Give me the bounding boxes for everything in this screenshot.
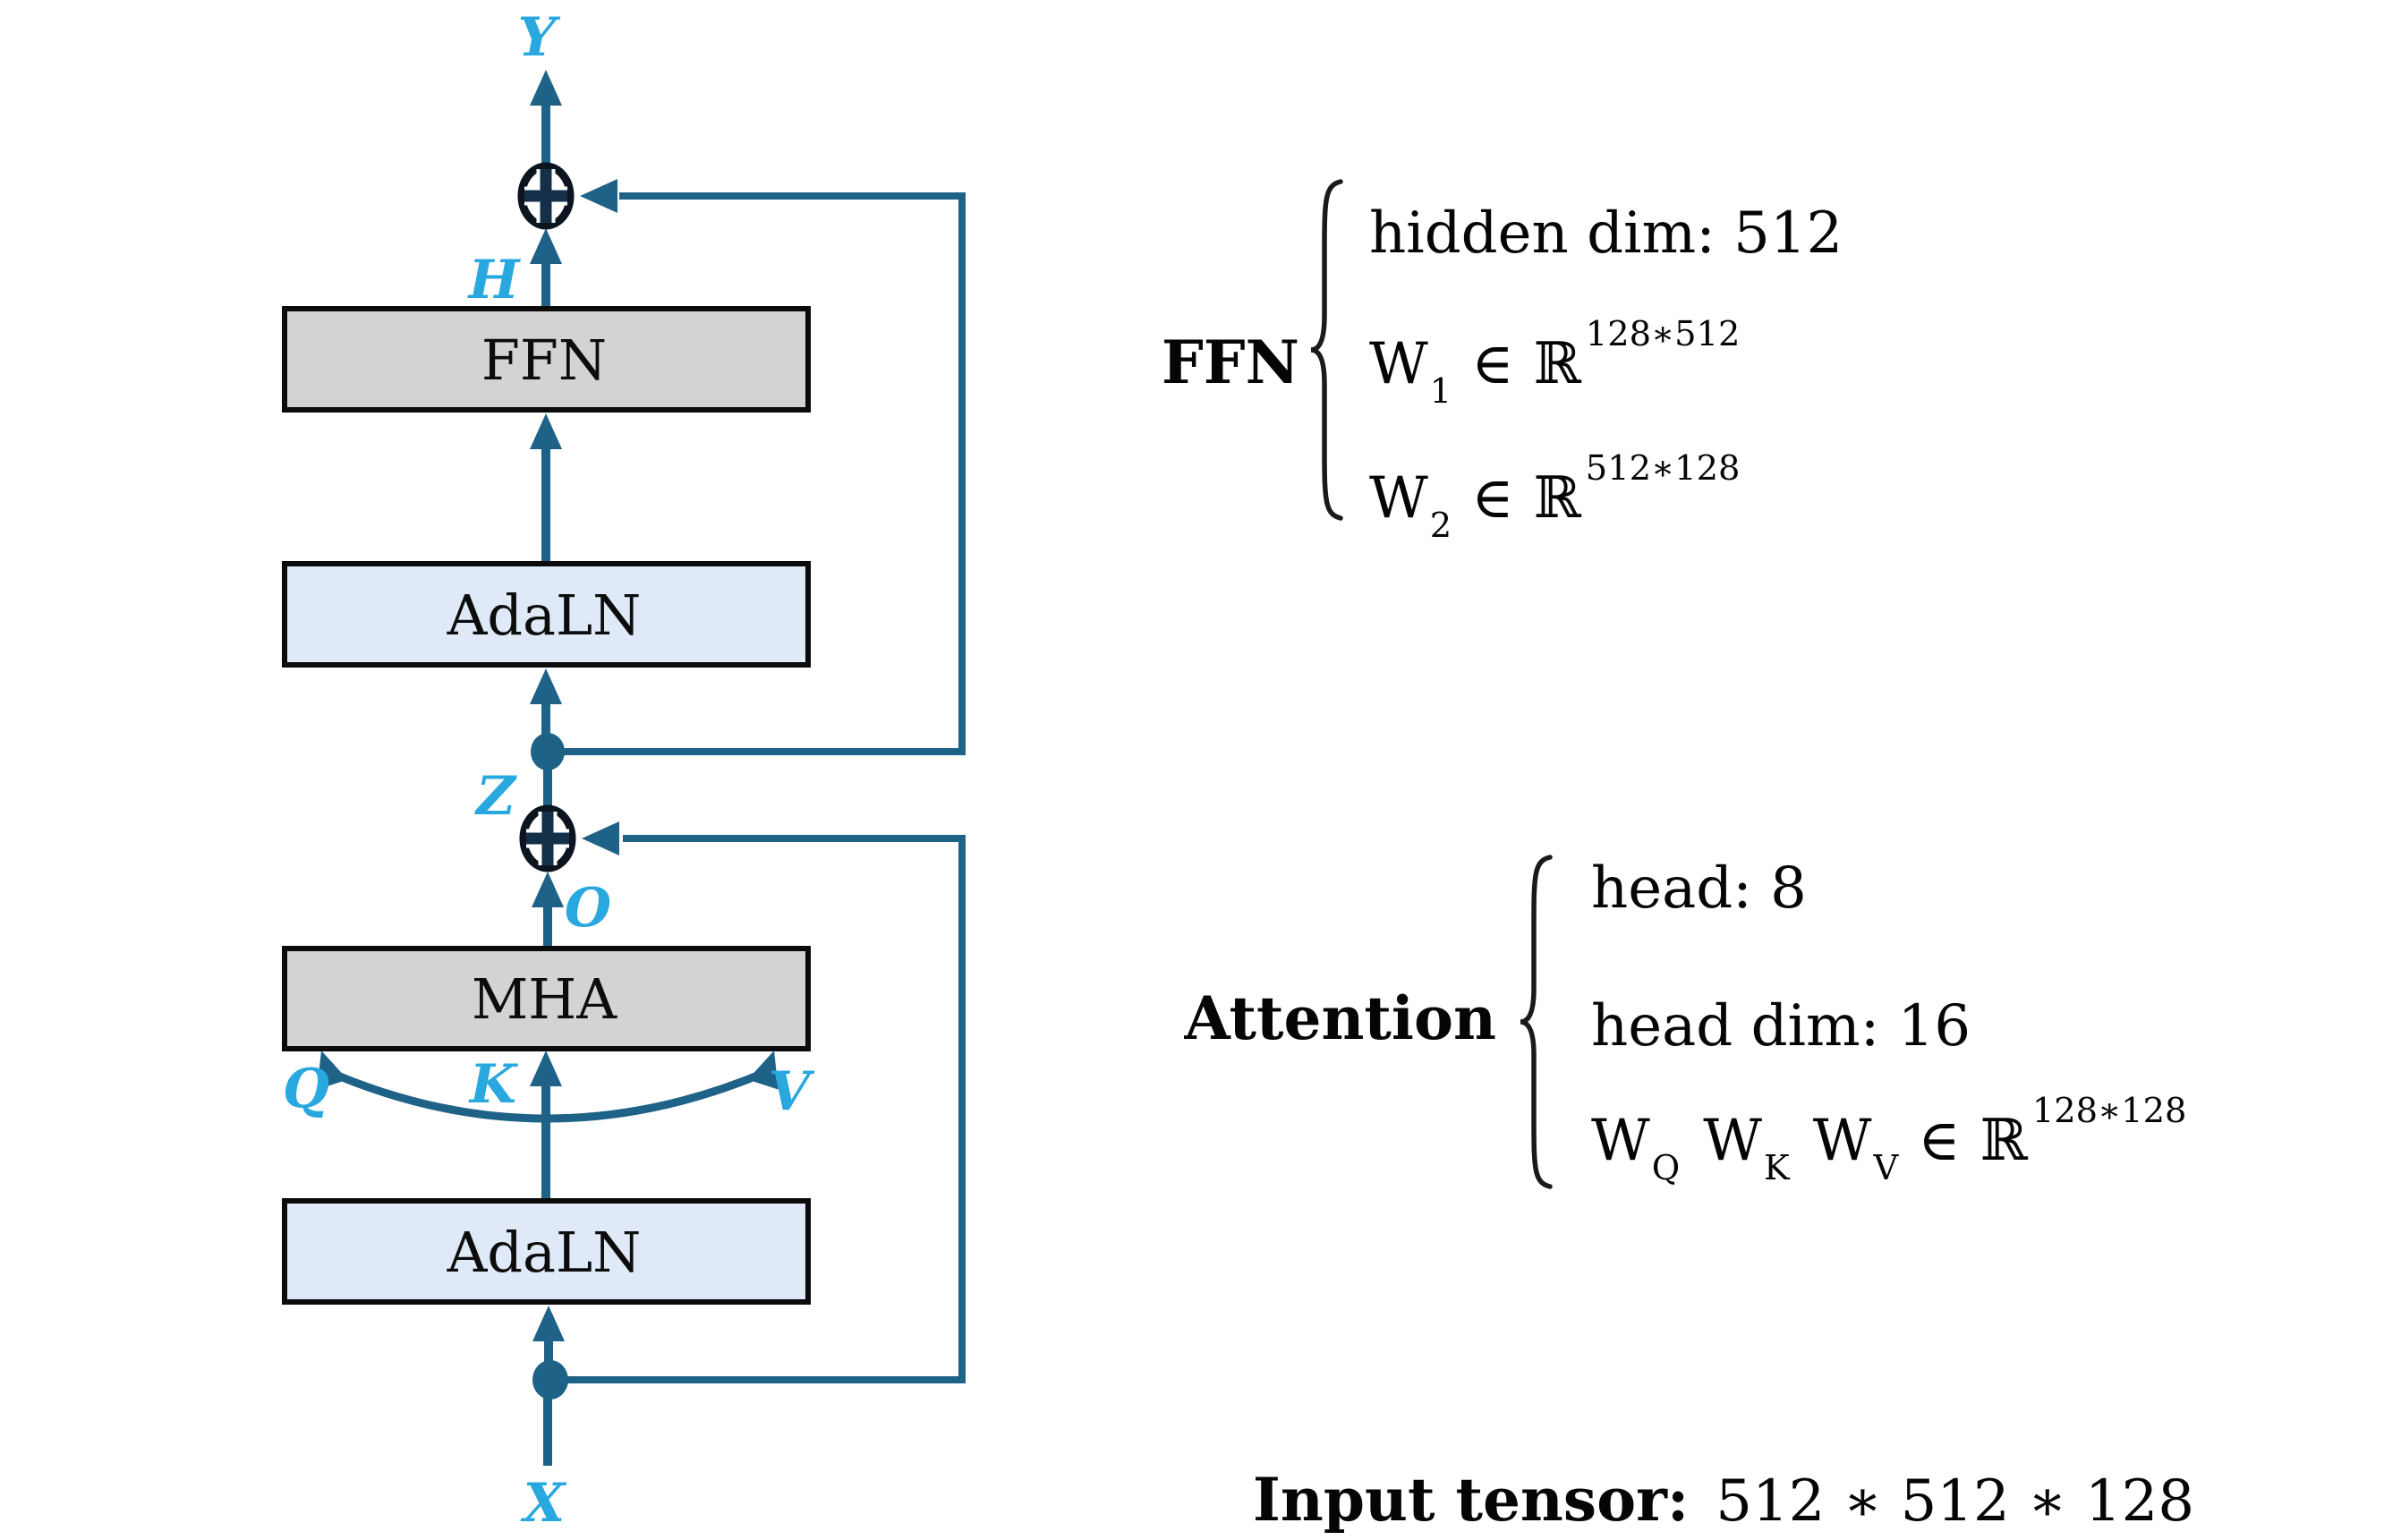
- attention-annotation-label: Attention: [1184, 983, 1496, 1053]
- input-tensor-value: 512 ∗ 512 ∗ 128: [1716, 1468, 2195, 1535]
- label-v: V: [769, 1060, 815, 1123]
- ffn-block: [282, 306, 811, 413]
- ffn-to-add-arrow: [530, 228, 562, 309]
- label-k: K: [468, 1053, 519, 1116]
- add-icon-bottom: [519, 804, 576, 872]
- adaln-to-ffn-arrow: [530, 413, 562, 564]
- label-q: Q: [283, 1058, 329, 1120]
- attention-brace: [1520, 855, 1553, 1189]
- output-arrow-y: [530, 70, 562, 164]
- residual-connection-bottom: [550, 821, 966, 1383]
- ffn-block-label: FFN: [481, 328, 607, 393]
- label-o: O: [565, 877, 611, 940]
- attention-head-dim: head dim: 16: [1591, 993, 1971, 1059]
- adaln-top-block-label: AdaLN: [447, 583, 642, 648]
- mha-block: [282, 946, 811, 1051]
- attention-head: head: 8: [1591, 855, 1807, 922]
- mha-to-add-arrow: [532, 872, 564, 949]
- residual-connection-top: [548, 179, 966, 755]
- label-x: X: [520, 1472, 567, 1535]
- z-branch-dot: [531, 733, 565, 770]
- label-h: H: [467, 249, 522, 311]
- adaln-bottom-block-label: AdaLN: [447, 1220, 642, 1285]
- adaln-to-mha-arrow: [530, 1051, 562, 1201]
- ffn-hidden-dim: hidden dim: 512: [1369, 200, 1843, 267]
- add-icon-top: [517, 162, 575, 230]
- label-z: Z: [474, 765, 517, 828]
- label-y: Y: [518, 6, 561, 69]
- adaln-bottom-block: [282, 1198, 811, 1305]
- mha-block-label: MHA: [472, 966, 618, 1032]
- adaln-top-block: [282, 561, 811, 668]
- ffn-brace: [1310, 179, 1343, 521]
- x-branch-dot: [532, 1360, 568, 1400]
- ffn-annotation-label: FFN: [1161, 328, 1299, 397]
- input-tensor-label: Input tensor:: [1253, 1465, 1690, 1535]
- input-tensor-note: Input tensor: 512 ∗ 512 ∗ 128: [1253, 1465, 2195, 1535]
